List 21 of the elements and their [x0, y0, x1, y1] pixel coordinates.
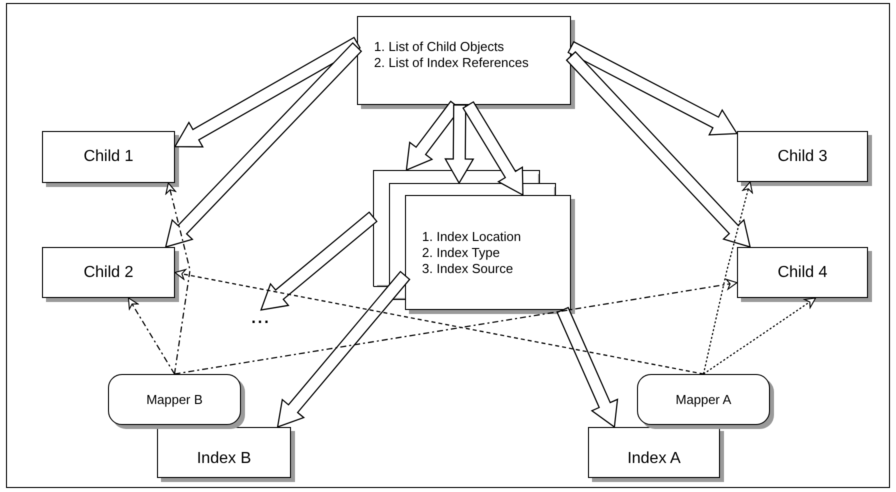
- list-item: 2. Index Type: [422, 244, 501, 260]
- block-arrow: [556, 306, 618, 428]
- block-arrow: [174, 36, 361, 148]
- block-arrow: [164, 42, 362, 248]
- block-arrow: [444, 104, 474, 184]
- dashed-arrow: [165, 182, 191, 374]
- block-arrow: [462, 101, 524, 196]
- list-item: 3. Index Source: [422, 260, 514, 276]
- dashed-arrow: [702, 182, 753, 374]
- ellipsis-text: ...: [243, 310, 279, 328]
- block-arrow: [276, 270, 410, 428]
- list-item: 1. Index Location: [422, 228, 522, 244]
- stacked-box: [373, 170, 540, 287]
- block-arrow: [567, 41, 738, 136]
- dashed-arrow: [703, 298, 816, 374]
- block-arrow: [260, 211, 378, 311]
- list-item: 1. List of Child Objects: [374, 38, 506, 54]
- dashed-arrow: [128, 298, 176, 374]
- block-arrow: [566, 51, 751, 248]
- stacked-box: [389, 183, 556, 300]
- list-item: 2. List of Index References: [374, 54, 530, 70]
